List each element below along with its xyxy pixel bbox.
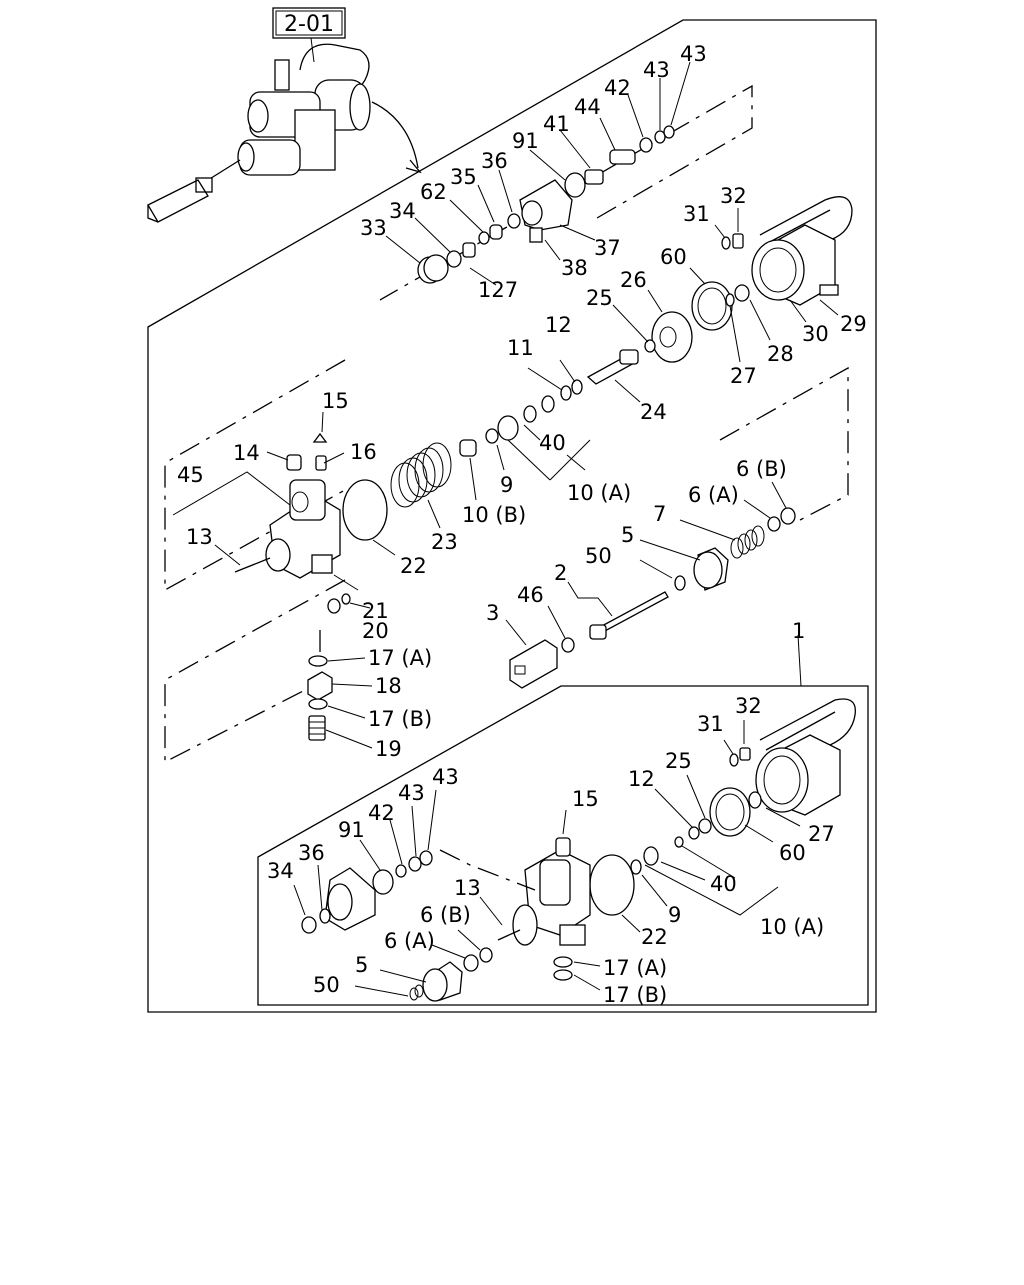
inset-callout-25: 25 <box>665 749 692 773</box>
callout-10-b: 10 (B) <box>462 503 526 527</box>
callout-32: 32 <box>720 184 747 208</box>
inset-callout-60: 60 <box>779 841 806 865</box>
inset-callout-9: 9 <box>668 903 681 927</box>
inset-callout-34: 34 <box>267 859 294 883</box>
chamber-leaders <box>612 208 839 403</box>
callout-18: 18 <box>375 674 402 698</box>
inset-callout-43-a: 43 <box>398 781 425 805</box>
inset-parts <box>301 698 856 1002</box>
fitting-parts <box>307 655 333 741</box>
callout-26: 26 <box>620 268 647 292</box>
fitting-leaders <box>325 657 373 749</box>
top-row-leaders <box>385 61 691 286</box>
callout-31: 31 <box>683 202 710 226</box>
callout-43-b: 43 <box>680 42 707 66</box>
callout-12: 12 <box>545 313 572 337</box>
callout-3: 3 <box>486 601 499 625</box>
callout-23: 23 <box>431 530 458 554</box>
spring-23 <box>390 442 452 508</box>
piston-leaders <box>505 481 787 646</box>
chamber-assembly <box>586 196 853 385</box>
callout-11: 11 <box>507 336 534 360</box>
callout-41: 41 <box>543 112 570 136</box>
callout-43-a: 43 <box>643 58 670 82</box>
reference-tag[interactable]: 2-01 <box>272 7 346 39</box>
spring-7 <box>730 525 765 559</box>
callout-60: 60 <box>660 245 687 269</box>
inset-callout-17-b: 17 (B) <box>603 983 667 1007</box>
callout-127: 127 <box>478 278 518 302</box>
callout-13: 13 <box>186 525 213 549</box>
callout-7: 7 <box>653 502 666 526</box>
callout-1: 1 <box>792 619 805 643</box>
inset-callout-6-b: 6 (B) <box>420 903 471 927</box>
inset-callout-5: 5 <box>355 953 368 977</box>
callout-15: 15 <box>322 389 349 413</box>
reference-tag-label: 2-01 <box>284 12 334 37</box>
callout-17-b: 17 (B) <box>368 707 432 731</box>
callout-19: 19 <box>375 737 402 761</box>
top-row-parts <box>417 125 675 284</box>
assembly-thumbnail <box>147 43 422 223</box>
callout-5: 5 <box>621 523 634 547</box>
inset-frame <box>257 685 869 1006</box>
callout-62: 62 <box>420 180 447 204</box>
inset-callout-12: 12 <box>628 767 655 791</box>
callout-35: 35 <box>450 165 477 189</box>
inset-callout-91: 91 <box>338 818 365 842</box>
callout-27: 27 <box>730 364 757 388</box>
callout-10-a: 10 (A) <box>567 481 631 505</box>
callout-14: 14 <box>233 441 260 465</box>
callout-30: 30 <box>802 322 829 346</box>
inset-callout-32: 32 <box>735 694 762 718</box>
callout-21: 21 <box>362 599 389 623</box>
callout-22: 22 <box>400 554 427 578</box>
inset-callout-13: 13 <box>454 876 481 900</box>
callout-2: 2 <box>554 561 567 585</box>
inset-callout-27: 27 <box>808 822 835 846</box>
callout-24: 24 <box>640 400 667 424</box>
callout-6-a: 6 (A) <box>688 483 739 507</box>
callout-28: 28 <box>767 342 794 366</box>
callout-40: 40 <box>539 431 566 455</box>
callout-46: 46 <box>517 583 544 607</box>
callout-33: 33 <box>360 216 387 240</box>
inset-callout-31: 31 <box>697 712 724 736</box>
middle-parts <box>234 379 583 614</box>
callout-45: 45 <box>177 463 204 487</box>
callout-34: 34 <box>389 199 416 223</box>
callout-44: 44 <box>574 95 601 119</box>
inset-callout-50: 50 <box>313 973 340 997</box>
callout-37: 37 <box>594 236 621 260</box>
inset-callout-22: 22 <box>641 925 668 949</box>
inset-leaders <box>293 720 801 997</box>
callout-38: 38 <box>561 256 588 280</box>
inset-callout-36: 36 <box>298 841 325 865</box>
inset-callout-10-a: 10 (A) <box>760 915 824 939</box>
inset-callout-42: 42 <box>368 801 395 825</box>
inset-callout-40: 40 <box>710 872 737 896</box>
callout-25: 25 <box>586 286 613 310</box>
inset-callout-17-a: 17 (A) <box>603 956 667 980</box>
callout-91: 91 <box>512 129 539 153</box>
piston-assembly <box>509 507 796 689</box>
callout-9: 9 <box>500 473 513 497</box>
callout-20: 20 <box>362 619 389 643</box>
callout-50: 50 <box>585 544 612 568</box>
callout-16: 16 <box>350 440 377 464</box>
inset-callout-15: 15 <box>572 787 599 811</box>
middle-leaders <box>172 359 591 609</box>
callout-42: 42 <box>604 76 631 100</box>
callout-6-b: 6 (B) <box>736 457 787 481</box>
inset-callout-6-a: 6 (A) <box>384 929 435 953</box>
callout-36: 36 <box>481 149 508 173</box>
inset-callout-43-b: 43 <box>432 765 459 789</box>
callout-29: 29 <box>840 312 867 336</box>
callout-17-a: 17 (A) <box>368 646 432 670</box>
outer-frame <box>147 19 877 1013</box>
